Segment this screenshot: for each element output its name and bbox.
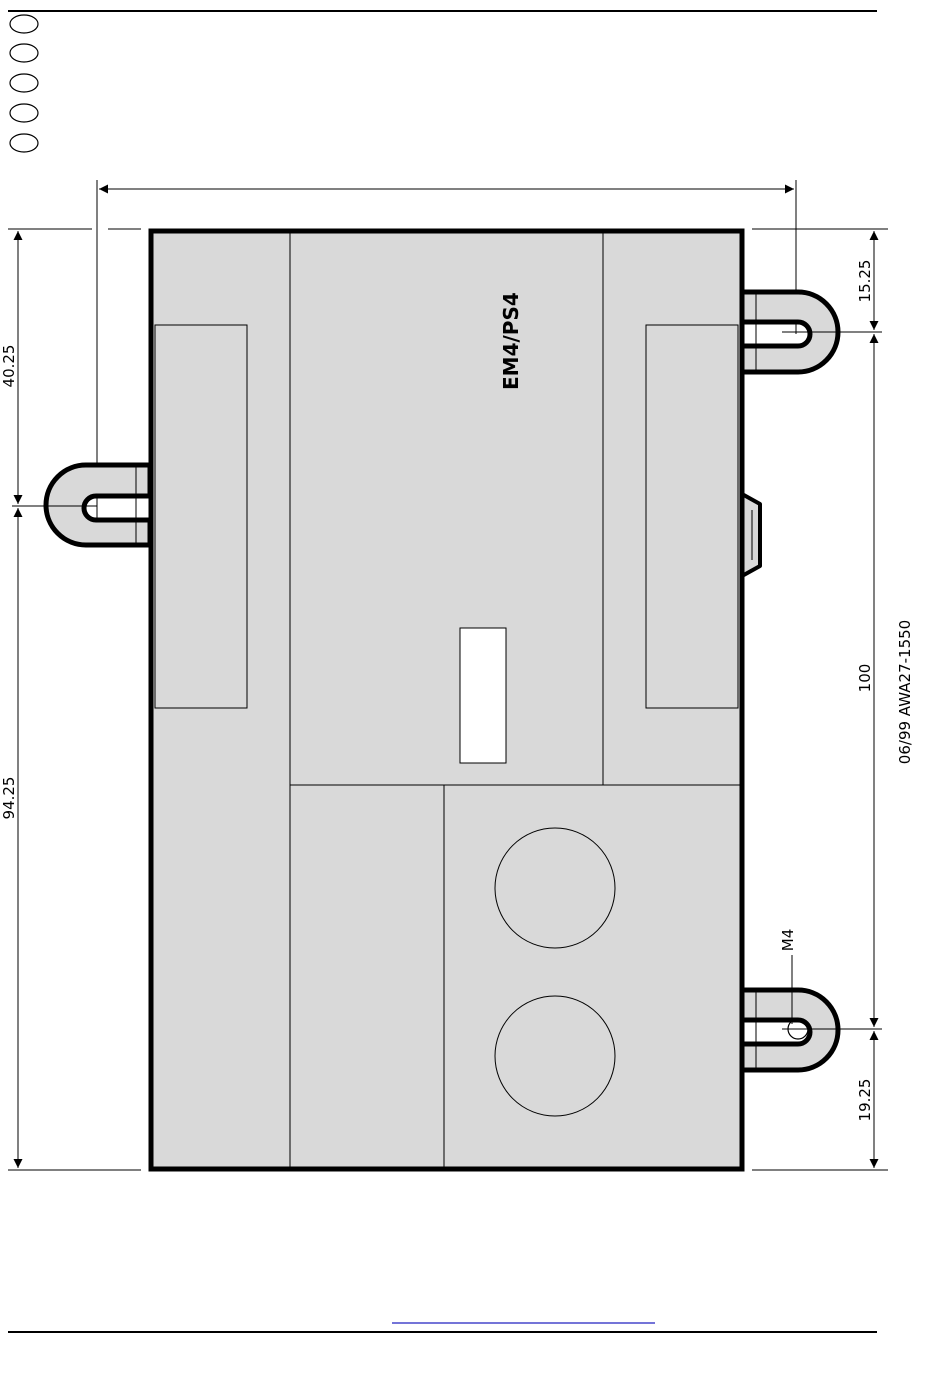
mounting-tab-left xyxy=(12,465,150,545)
left-dimension-chain xyxy=(8,229,141,1170)
dim-right-middle: 100 xyxy=(856,664,874,693)
dim-left-lower: 94.25 xyxy=(0,777,18,820)
binder-holes xyxy=(10,15,38,152)
binder-hole xyxy=(10,104,38,122)
mounting-tab-bottom-right xyxy=(742,990,882,1070)
dim-right-bottom: 19.25 xyxy=(856,1079,874,1122)
binder-hole xyxy=(10,44,38,62)
device-housing: EM4/PS4 xyxy=(151,231,742,1169)
document-code: 06/99 AWA27-1550 xyxy=(896,620,914,764)
binder-hole xyxy=(10,134,38,152)
screw-label: M4 xyxy=(779,929,797,952)
model-label: EM4/PS4 xyxy=(499,292,523,390)
dim-right-top: 15.25 xyxy=(856,260,874,303)
label-window xyxy=(460,628,506,763)
binder-hole xyxy=(10,15,38,33)
dim-left-upper: 40.25 xyxy=(0,345,18,388)
binder-hole xyxy=(10,74,38,92)
mounting-tab-top-right xyxy=(742,292,882,372)
side-connector xyxy=(742,494,760,576)
